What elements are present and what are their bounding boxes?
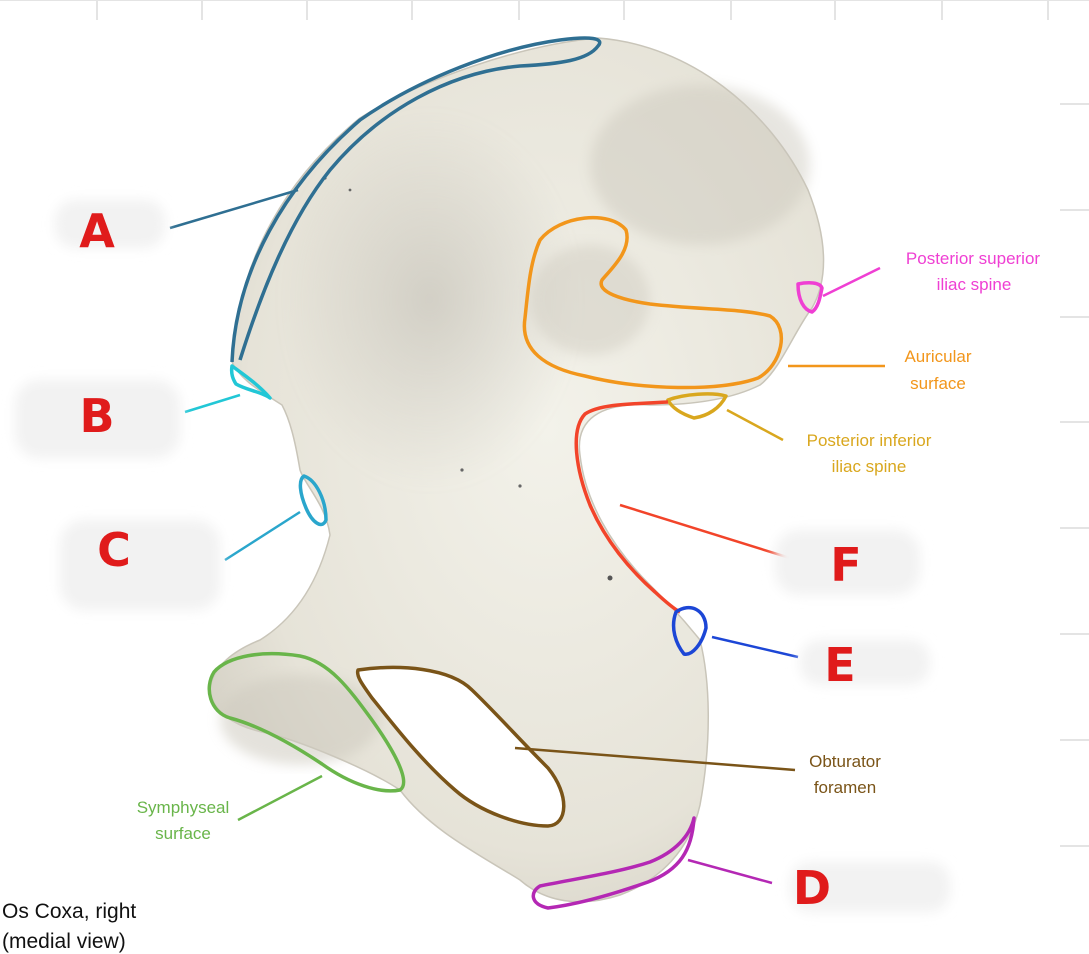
leader-f bbox=[619, 503, 791, 560]
psis-outline bbox=[796, 281, 824, 314]
letter-c: C bbox=[97, 523, 131, 577]
iliac-crest-outline bbox=[230, 36, 602, 363]
hip-bone bbox=[209, 37, 825, 903]
leader-obturator bbox=[514, 746, 796, 772]
caption-line-2: (medial view) bbox=[2, 930, 126, 953]
leader-a bbox=[169, 188, 299, 230]
aiis-outline bbox=[298, 474, 328, 527]
answer-blanks bbox=[15, 200, 950, 912]
pils-outline bbox=[666, 392, 728, 420]
leader-c bbox=[224, 510, 301, 562]
leader-psis bbox=[822, 266, 881, 298]
letter-a: A bbox=[79, 204, 115, 258]
auricular-outline bbox=[522, 216, 784, 390]
region-outlines bbox=[207, 36, 824, 910]
leader-e bbox=[711, 635, 799, 659]
label-pils-2: iliac spine bbox=[832, 457, 907, 476]
label-symphyseal-2: surface bbox=[155, 824, 211, 843]
leader-pils bbox=[726, 408, 784, 442]
asis-outline bbox=[229, 364, 272, 400]
label-symphyseal-1: Symphyseal bbox=[137, 798, 230, 817]
leader-d bbox=[687, 858, 773, 885]
leader-symphyseal bbox=[237, 774, 323, 822]
label-auricular-1: Auricular bbox=[904, 347, 971, 366]
letter-d: D bbox=[793, 861, 831, 915]
label-psis-1: Posterior superior bbox=[906, 249, 1041, 268]
letter-e: E bbox=[824, 638, 855, 692]
grid-ticks bbox=[0, 0, 1089, 847]
leader-lines bbox=[169, 188, 885, 885]
symphyseal-outline bbox=[207, 652, 406, 793]
label-auricular-2: surface bbox=[910, 374, 966, 393]
letter-b: B bbox=[79, 389, 114, 443]
label-obturator-2: foramen bbox=[814, 778, 876, 797]
ischial-tuberosity-outline bbox=[531, 816, 696, 910]
greater-sciatic-notch-outline bbox=[574, 400, 681, 614]
ischial-spine-outline bbox=[671, 606, 708, 656]
label-psis-2: iliac spine bbox=[937, 275, 1012, 294]
label-pils-1: Posterior inferior bbox=[807, 431, 932, 450]
obturator-outline bbox=[355, 665, 566, 828]
leader-b bbox=[184, 393, 241, 414]
letter-f: F bbox=[830, 538, 861, 592]
caption-line-1: Os Coxa, right bbox=[2, 900, 137, 923]
label-obturator-1: Obturator bbox=[809, 752, 881, 771]
